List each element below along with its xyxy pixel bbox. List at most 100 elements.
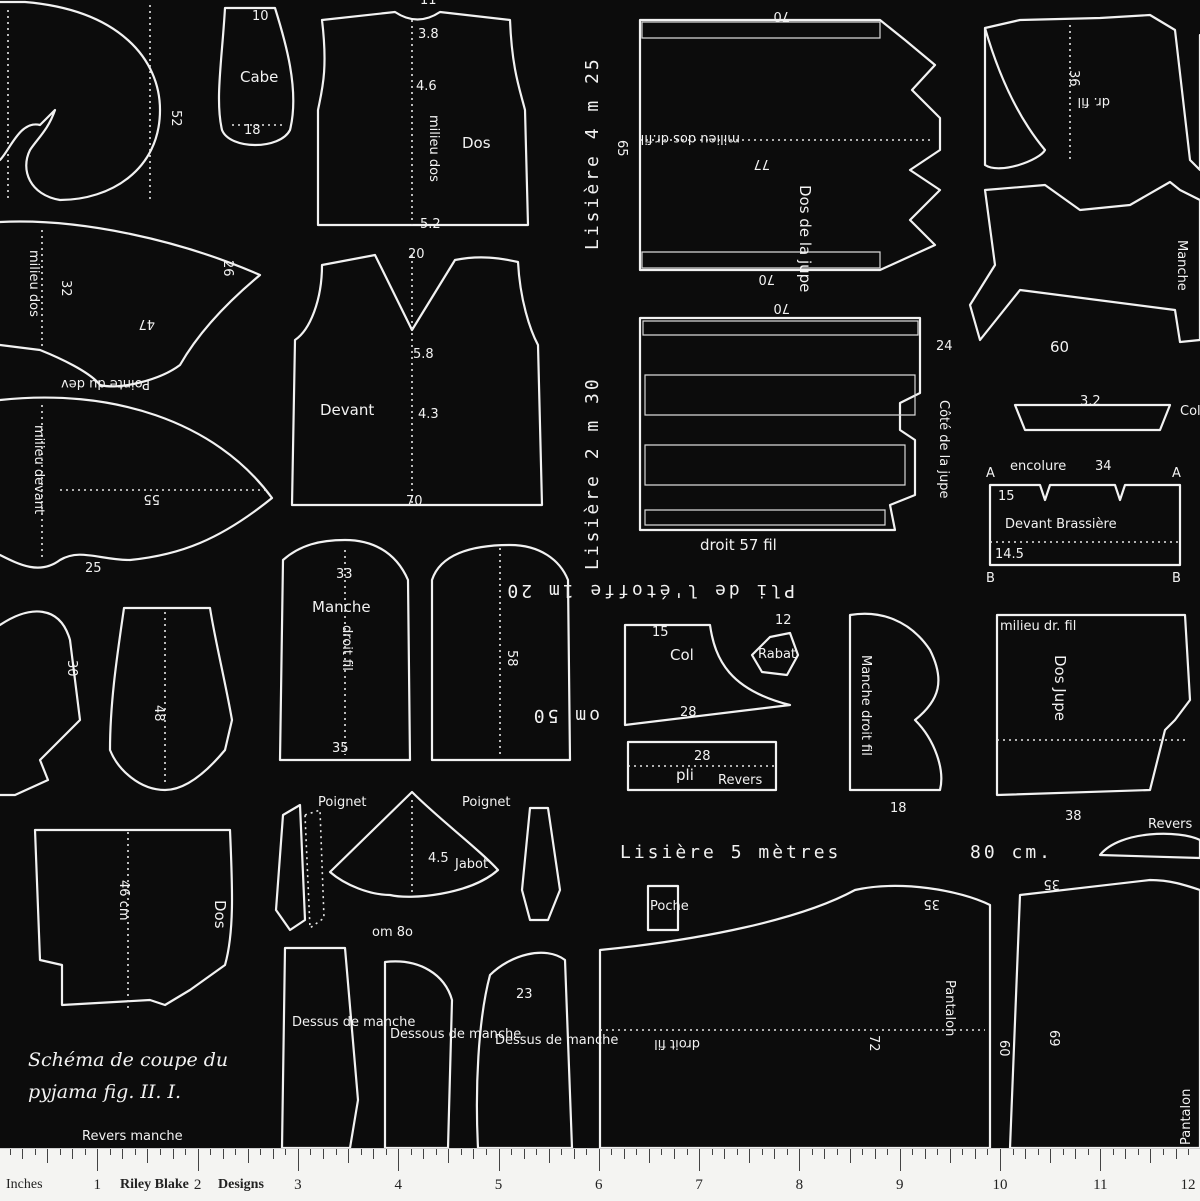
dos-num-46: 4.6: [416, 79, 437, 94]
cote-num-24: 24: [936, 339, 953, 354]
ruler-tick: [109, 1149, 111, 1155]
ruler-tick: [511, 1149, 513, 1155]
dessus-right-label: Dessus de manche: [495, 1033, 618, 1048]
ruler-tick: [72, 1149, 74, 1159]
ruler-tick: [648, 1149, 650, 1163]
ruler-tick: [97, 1149, 99, 1171]
ruler-tick: [1175, 1149, 1177, 1159]
brassiere-b-left: B: [986, 571, 995, 586]
jupe-num-77: 77: [753, 156, 770, 171]
dos-num-11: 11: [420, 0, 437, 8]
ruler-tick: [548, 1149, 550, 1163]
dessous-label: Dessous de manche: [390, 1027, 521, 1042]
ruler-tick: [724, 1149, 726, 1159]
ruler-tick: [1137, 1149, 1139, 1155]
pyjama-dos-label: Dos: [211, 900, 229, 929]
poignet-label-right: Poignet: [462, 795, 511, 810]
ruler-tick: [9, 1149, 11, 1155]
manche-right-center: [430, 543, 572, 762]
ruler-number: 6: [595, 1177, 603, 1193]
pantalon-droit-fil: droit fil: [654, 1036, 700, 1051]
ruler-tick: [862, 1149, 864, 1155]
ruler-tick: [636, 1149, 638, 1155]
ruler-tick: [786, 1149, 788, 1155]
ruler-tick: [1025, 1149, 1027, 1159]
brassiere-a-left: A: [986, 466, 995, 481]
cote-label: Côté de la jupe: [936, 400, 951, 498]
col-num-15: 15: [652, 625, 669, 640]
lisiere-4m25: Lisière 4 m 25: [582, 56, 603, 250]
ruler-tick: [373, 1149, 375, 1159]
manche-left-48: 48: [151, 705, 166, 722]
encolure-label: encolure: [1010, 459, 1066, 474]
curve1-milieu: milieu dos: [26, 250, 41, 317]
pattern-fabric: 52 Cabe 10 18 Dos 3.8 4.6 5.2 milieu dos…: [0, 0, 1200, 1148]
ruler-tick: [59, 1149, 61, 1155]
ruler-tick: [134, 1149, 136, 1155]
ruler-tick: [1112, 1149, 1114, 1155]
dessus-de-manche-left: [280, 946, 360, 1148]
col-label: Col: [670, 646, 694, 664]
ruler-tick: [874, 1149, 876, 1159]
manche-right-num-18: 18: [890, 801, 907, 816]
ruler-tick: [962, 1149, 964, 1155]
ruler-number: 2: [193, 1177, 202, 1193]
ruler-tick: [435, 1149, 437, 1155]
col-num-28: 28: [680, 705, 697, 720]
ruler-tick: [749, 1149, 751, 1163]
ruler-tick: [887, 1149, 889, 1155]
encolure-piece: [1013, 403, 1172, 432]
ruler-number: 9: [895, 1177, 904, 1193]
schema-title-line1: Schéma de coupe du: [28, 1049, 228, 1071]
ruler-tick: [47, 1149, 49, 1163]
devant-bodice: [290, 253, 544, 507]
ruler-tick: [937, 1149, 939, 1155]
ruler-tick: [661, 1149, 663, 1155]
hood-piece: [0, 0, 162, 202]
lisiere-2m30: Lisière 2 m 30: [582, 376, 603, 570]
om50-label: om 50: [531, 705, 600, 726]
dos-label: Dos: [462, 134, 491, 152]
ruler-tick: [460, 1149, 462, 1155]
ruler-tick: [824, 1149, 826, 1159]
brassiere-a-right: A: [1172, 466, 1181, 481]
tr-num-60: 60: [1050, 338, 1069, 356]
ruler-tick: [711, 1149, 713, 1155]
ruler-tick: [84, 1149, 86, 1155]
pyjama-dos: [33, 828, 234, 1007]
ruler-tick: [385, 1149, 387, 1155]
brassiere-145: 14.5: [995, 547, 1024, 562]
pantalon-right-label: Pantalon: [1179, 1089, 1194, 1145]
ruler-tick: [974, 1149, 976, 1159]
ruler-tick: [536, 1149, 538, 1155]
manche-label: Manche: [312, 598, 371, 616]
pantalon-num-60: 60: [996, 1040, 1011, 1057]
ruler-tick: [598, 1149, 600, 1171]
hood-num-52: 52: [168, 110, 183, 127]
large-curve-2: [0, 396, 274, 569]
rabat-num-12: 12: [775, 613, 792, 628]
brassiere-label: Devant Brassière: [1005, 517, 1117, 532]
manche-right-58: 58: [504, 650, 519, 667]
pyjama-num-46: 46 cm: [116, 880, 131, 921]
jupe-num-65: 65: [614, 140, 629, 157]
ruler-tick: [912, 1149, 914, 1155]
dessus-right-23: 23: [516, 987, 533, 1002]
rabat-label: Rabat: [758, 647, 796, 662]
ruler-tick: [761, 1149, 763, 1155]
ruler-tick: [1188, 1149, 1190, 1155]
pantalon-left: [598, 884, 992, 1148]
revers-label: Revers: [718, 773, 762, 788]
curve2-milieu: milieu devant: [31, 425, 46, 514]
curve1-num-47: 47: [138, 316, 155, 331]
jupe-num-70-bottom: 70: [758, 271, 775, 286]
ruler-tick: [448, 1149, 450, 1163]
ruler-tick: [799, 1149, 801, 1171]
ruler-tick: [774, 1149, 776, 1159]
pli-de-letoffe: Pli de l'étoffe 1m 20: [504, 580, 795, 601]
ruler-tick: [1100, 1149, 1102, 1171]
rabat-piece: [750, 631, 800, 677]
manche-droit-fil: [278, 538, 412, 762]
tr-piece-manche: [968, 180, 1200, 344]
